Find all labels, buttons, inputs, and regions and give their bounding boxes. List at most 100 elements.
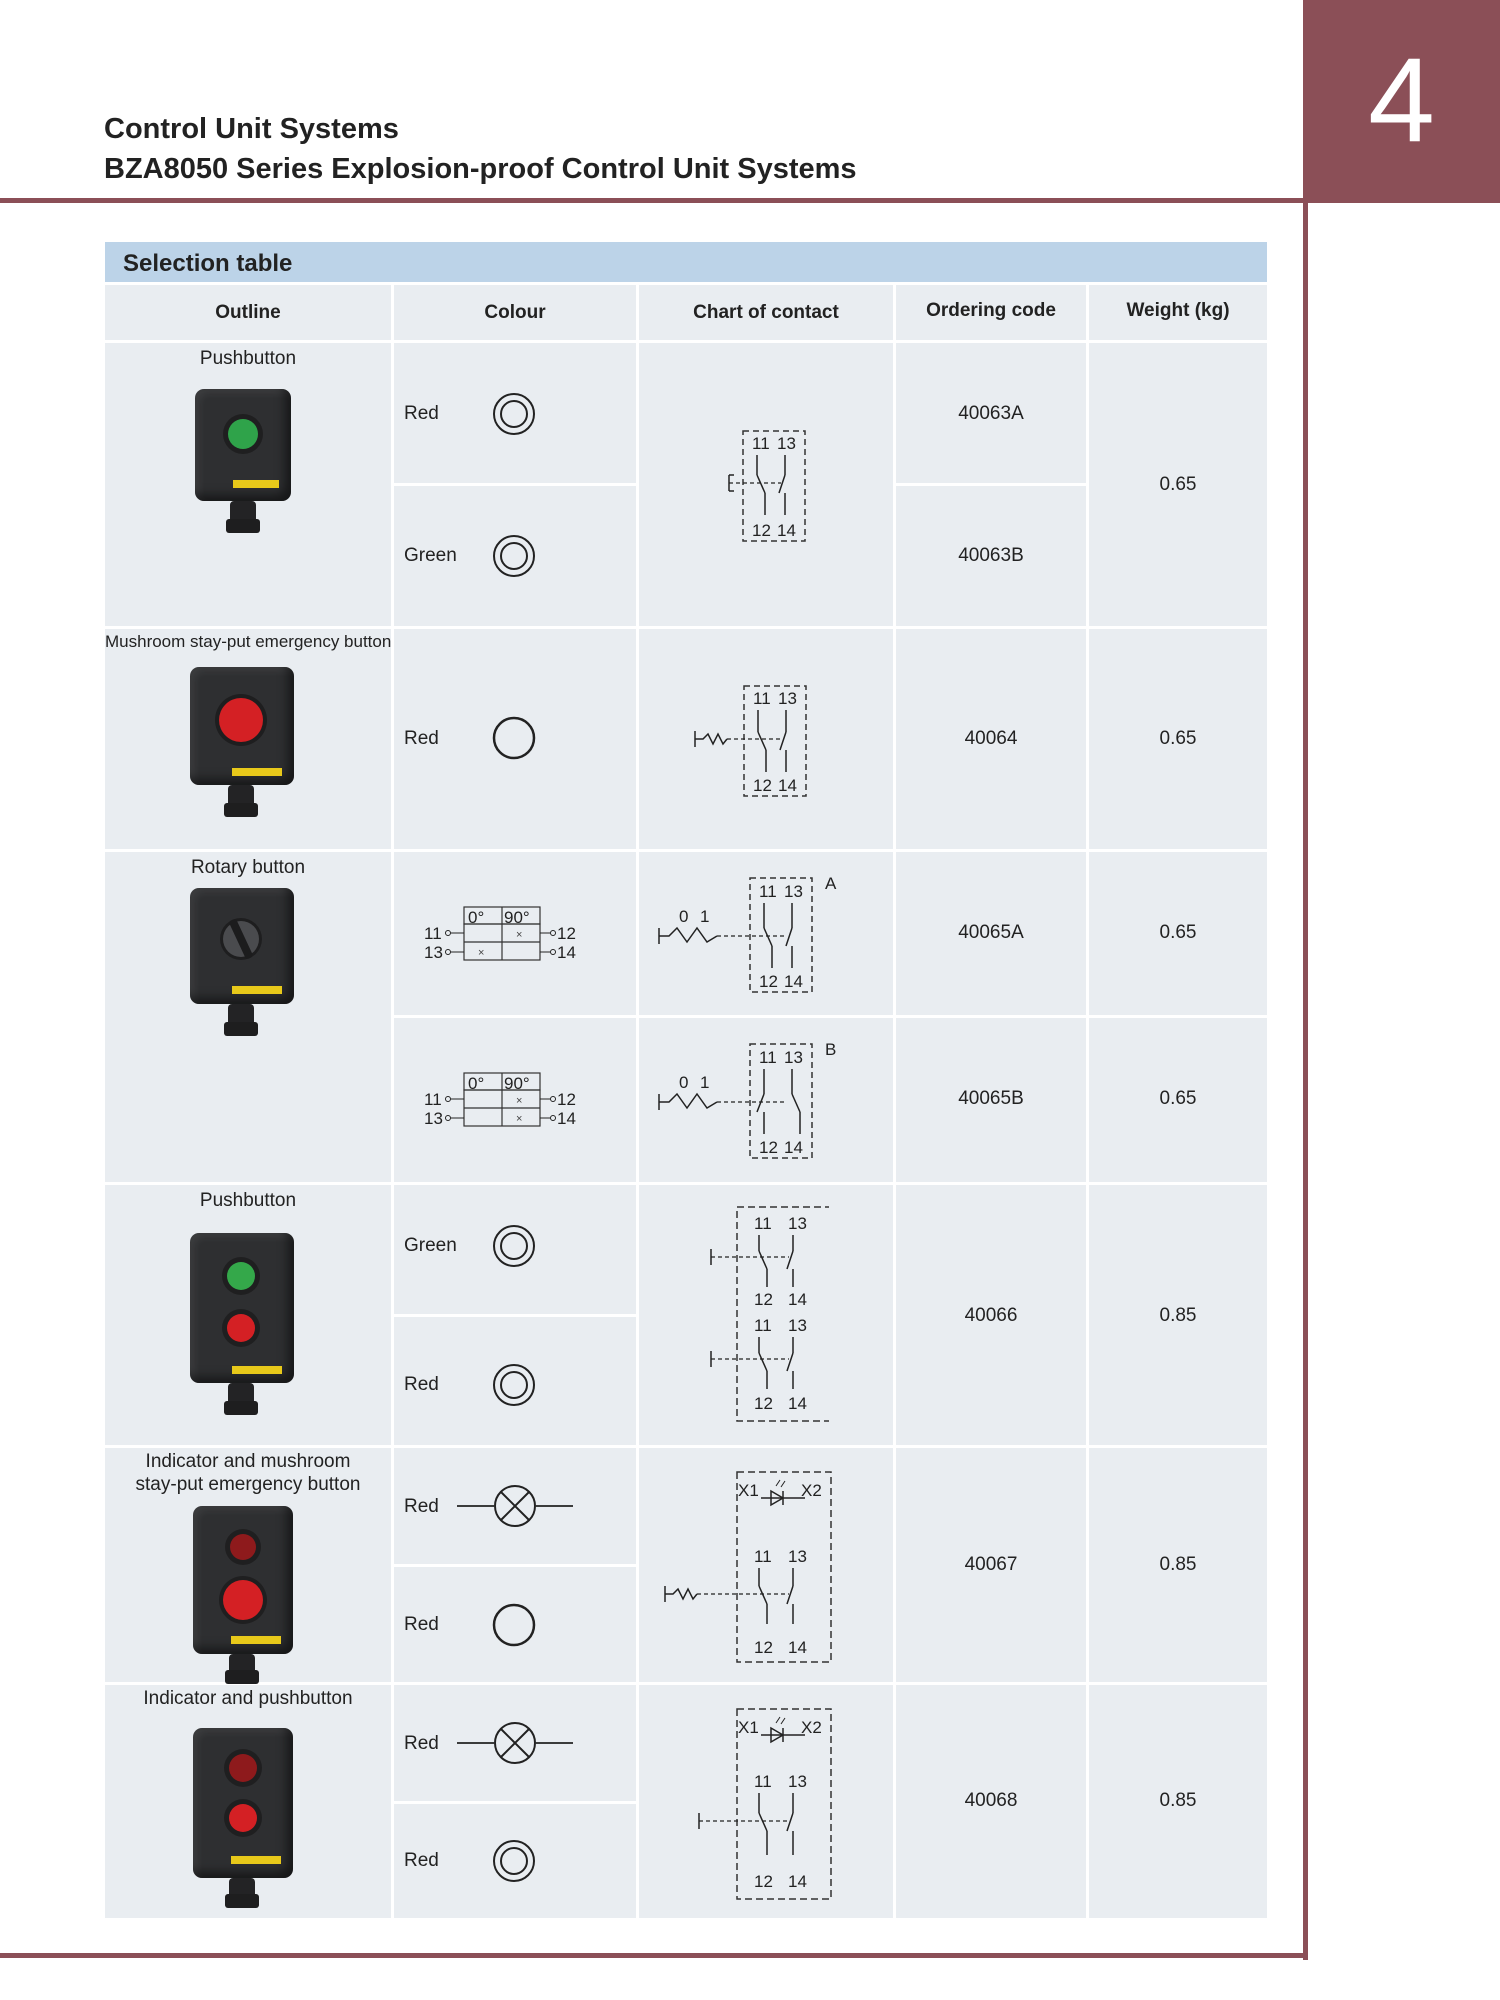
pushbutton-symbol-icon (493, 1364, 535, 1406)
weight-value: 0.65 (1159, 474, 1197, 495)
row2-outline-cell: Mushroom stay-put emergency button (105, 629, 391, 849)
position-0: 0 (679, 1073, 688, 1092)
chapter-number: 4 (1368, 33, 1435, 167)
contact-12: 12 (752, 521, 771, 540)
page-subtitle: BZA8050 Series Explosion-proof Control U… (104, 153, 857, 185)
pushbutton-symbol-icon (493, 1225, 535, 1267)
rotary-switch-table-icon: 0° 90° × × 11 13 12 14 (424, 906, 576, 962)
row6-colour-2: Red (404, 1850, 439, 1871)
contact-14: 14 (777, 521, 796, 540)
footer-rule (0, 1953, 1308, 1958)
row5-outline-cell: Indicator and mushroom stay-put emergenc… (105, 1448, 391, 1684)
header-cell-colour: Colour (394, 285, 636, 340)
row5-colour-1: Red (404, 1496, 439, 1517)
rotary-t13: 13 (424, 1109, 443, 1128)
ordering-code: 40065A (958, 922, 1024, 943)
rotary-x: × (516, 929, 522, 941)
ordering-code: 40063A (958, 403, 1024, 424)
rotary-t11: 11 (424, 1090, 442, 1109)
row1-colour-cell-2: Green (394, 486, 636, 626)
row6-code-cell: 40068 (896, 1685, 1086, 1918)
row2-weight-cell: 0.65 (1089, 629, 1267, 849)
header-colour: Colour (484, 302, 546, 323)
row2-colour-cell: Red (394, 629, 636, 849)
ordering-code: 40068 (964, 1790, 1018, 1811)
row5-chart-cell: X1 X2 11 13 12 14 (639, 1448, 893, 1682)
contact-13: 13 (788, 1772, 807, 1791)
row1-weight-cell: 0.65 (1089, 343, 1267, 626)
contact-12: 12 (753, 776, 772, 795)
row2-colour-1: Red (404, 728, 439, 749)
contact-11: 11 (759, 1048, 777, 1067)
row6-colour-cell-2: Red (394, 1804, 636, 1918)
contact-13: 13 (788, 1214, 807, 1233)
row4-chart-cell: 11 13 12 14 11 13 12 14 (639, 1185, 893, 1445)
contact-11: 11 (759, 882, 777, 901)
contact-12: 12 (754, 1638, 773, 1657)
header-code: Ordering code (926, 300, 1056, 321)
header-cell-code: Ordering code (896, 285, 1086, 340)
row5-colour-2: Red (404, 1614, 439, 1635)
header-weight: Weight (kg) (1126, 300, 1230, 321)
contact-12: 12 (754, 1872, 773, 1891)
contact-chart-diagram: 11 13 12 14 (694, 685, 807, 797)
contact-chart-diagram: B 11 13 0 1 12 14 (658, 1040, 836, 1159)
row1-code-cell-2: 40063B (896, 486, 1086, 626)
weight-value: 0.85 (1159, 1790, 1197, 1811)
rotary-angle-90: 90° (504, 908, 530, 927)
row6-colour-1: Red (404, 1733, 439, 1754)
pushbutton-symbol-icon (493, 1840, 535, 1882)
rotary-switch-table-icon: 0° 90° × × 11 13 12 14 (424, 1072, 576, 1128)
chart-label-a: A (825, 874, 837, 893)
row4-outline-cell: Pushbutton (105, 1185, 391, 1445)
row3-chart-cell-a: A 11 13 0 1 12 14 (639, 852, 893, 1015)
row4-colour-cell-2: Red (394, 1317, 636, 1445)
rotary-angle-0: 0° (468, 908, 484, 927)
contact-14: 14 (784, 1138, 803, 1157)
contact-13: 13 (788, 1547, 807, 1566)
contact-12: 12 (754, 1394, 773, 1413)
pushbutton-symbol-icon (493, 393, 535, 435)
contact-chart-diagram: X1 X2 11 13 12 14 (698, 1708, 832, 1900)
ordering-code: 40063B (958, 545, 1024, 566)
contact-11: 11 (753, 689, 771, 708)
rotary-t14: 14 (557, 1109, 576, 1128)
chapter-tab: 4 (1303, 0, 1500, 203)
contact-11: 11 (754, 1547, 772, 1566)
rotary-x: × (516, 1113, 522, 1125)
contact-13: 13 (777, 434, 796, 453)
row2-chart-cell: 11 13 12 14 (639, 629, 893, 849)
weight-value: 0.65 (1159, 728, 1197, 749)
rotary-t12: 12 (557, 924, 576, 943)
contact-11: 11 (754, 1772, 772, 1791)
mushroom-button-symbol-icon (492, 1603, 536, 1647)
section-title: Selection table (123, 250, 293, 277)
contact-14: 14 (784, 972, 803, 991)
contact-14: 14 (788, 1638, 807, 1657)
header-chart: Chart of contact (693, 302, 839, 323)
rotary-angle-0: 0° (468, 1074, 484, 1093)
rotary-x: × (516, 1095, 522, 1107)
contact-11: 11 (754, 1214, 772, 1233)
indicator-lamp-symbol-icon (457, 1485, 573, 1527)
right-rule (1303, 198, 1308, 1960)
row5-code-cell: 40067 (896, 1448, 1086, 1682)
row5-colour-cell-2: Red (394, 1567, 636, 1682)
weight-value: 0.65 (1159, 1088, 1197, 1109)
row5-outline-label-2: stay-put emergency button (135, 1474, 361, 1495)
section-header: Selection table (105, 242, 1267, 282)
rotary-t14: 14 (557, 943, 576, 962)
position-0: 0 (679, 907, 688, 926)
ordering-code: 40067 (964, 1554, 1018, 1575)
weight-value: 0.85 (1159, 1305, 1197, 1326)
contact-13: 13 (784, 1048, 803, 1067)
row6-chart-cell: X1 X2 11 13 12 14 (639, 1685, 893, 1918)
header-cell-chart: Chart of contact (639, 285, 893, 340)
contact-11: 11 (752, 434, 770, 453)
row6-outline-cell: Indicator and pushbutton (105, 1685, 391, 1918)
row4-colour-1: Green (404, 1235, 457, 1256)
indicator-lamp-symbol-icon (457, 1722, 573, 1764)
row6-outline-label: Indicator and pushbutton (143, 1688, 353, 1709)
contact-chart-diagram: 11 13 12 14 (728, 430, 806, 542)
row3-colour-cell-2: 0° 90° × × 11 13 12 14 (394, 1018, 636, 1182)
